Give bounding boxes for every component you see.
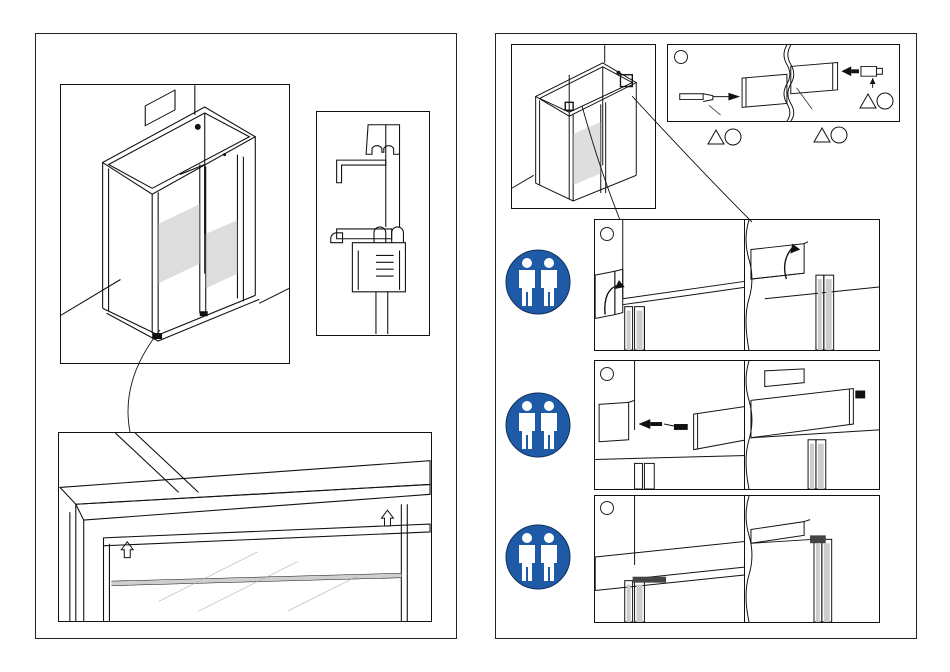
two-persons-icon bbox=[505, 524, 571, 590]
step3-left-illustration bbox=[594, 495, 748, 623]
step1-left-illustration bbox=[594, 219, 748, 351]
circle-marker bbox=[600, 367, 614, 381]
triangle-circle-marker bbox=[812, 126, 848, 144]
top-frame-detail-illustration bbox=[58, 432, 432, 622]
shower-overview-illustration bbox=[60, 84, 290, 364]
circle-marker bbox=[600, 227, 614, 241]
circle-marker bbox=[600, 501, 614, 515]
two-persons-icon bbox=[505, 249, 571, 315]
triangle-circle-marker bbox=[706, 128, 742, 146]
step1-right-illustration bbox=[744, 219, 880, 351]
connector-parts-illustration bbox=[667, 44, 900, 122]
circle-marker bbox=[674, 50, 688, 64]
profile-section-illustration bbox=[316, 111, 430, 336]
step2-right-illustration bbox=[744, 360, 880, 490]
shower-overview-small-illustration bbox=[511, 44, 656, 209]
step2-left-illustration bbox=[594, 360, 748, 490]
triangle-circle-marker bbox=[858, 92, 894, 110]
step3-right-illustration bbox=[744, 495, 880, 623]
two-persons-icon bbox=[505, 392, 571, 458]
